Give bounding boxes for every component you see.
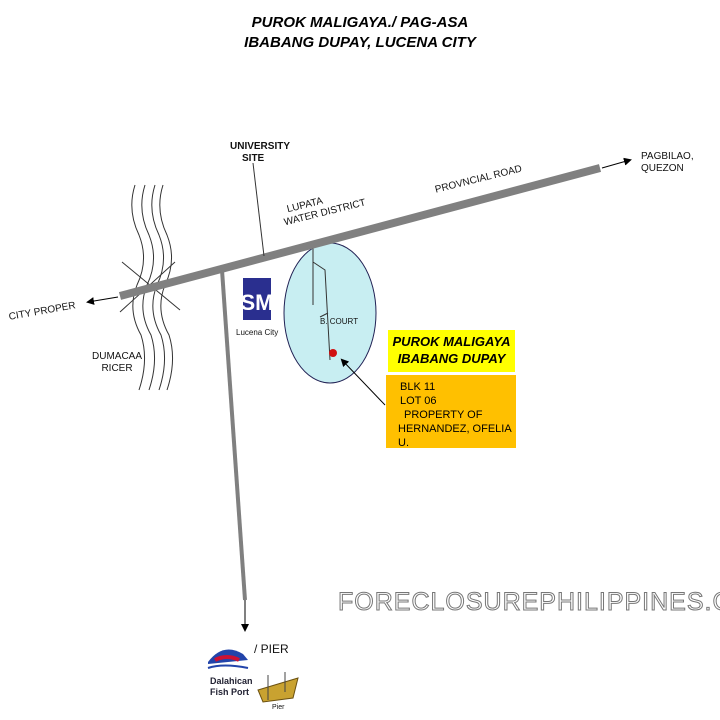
label-line: QUEZON	[641, 163, 684, 174]
property-line: BLK 11	[400, 381, 436, 393]
label-sm-sub: Lucena City	[236, 328, 279, 337]
title-line1: PUROK MALIGAYA./ PAG-ASA	[251, 14, 469, 31]
label-line: DUMACAA	[92, 351, 143, 362]
label-university-site: UNIVERSITY SITE	[230, 141, 290, 165]
label-pier-icon: Pier	[272, 704, 285, 711]
property-marker	[329, 349, 337, 357]
road-arrow-pagbilao	[601, 157, 632, 169]
sm-logo-icon: SM	[241, 278, 274, 320]
location-line2: IBABANG DUPAY	[397, 351, 506, 366]
label-line: Dalahican	[210, 676, 253, 686]
label-line: PAGBILAO,	[641, 151, 694, 162]
property-pointer	[340, 358, 386, 406]
svg-text:SM: SM	[241, 290, 274, 315]
label-b-court: B. COURT	[320, 317, 359, 326]
property-box: BLK 11 LOT 06 PROPERTY OF HERNANDEZ, OFE…	[386, 375, 516, 449]
label-pagbilao: PAGBILAO, QUEZON	[641, 151, 694, 175]
location-box: PUROK MALIGAYA IBABANG DUPAY	[388, 330, 515, 372]
label-fishport: Dalahican Fish Port	[210, 676, 253, 698]
pier-road	[220, 269, 247, 601]
label-river: DUMACAA RICER	[92, 351, 142, 375]
label-line: SITE	[242, 153, 265, 164]
location-line1: PUROK MALIGAYA	[392, 334, 511, 349]
label-pier: / PIER	[254, 642, 289, 656]
neighborhood-circle	[283, 242, 377, 384]
road-arrow-city	[86, 296, 119, 305]
provincial-road	[118, 164, 602, 300]
property-line: PROPERTY OF	[404, 409, 483, 421]
label-line: Fish Port	[210, 687, 250, 697]
label-line: RICER	[101, 363, 133, 374]
university-pointer	[252, 162, 265, 257]
label-line: UNIVERSITY	[230, 141, 291, 152]
watermark: FORECLOSUREPHILIPPINES.COM	[338, 588, 720, 617]
map-title: PUROK MALIGAYA./ PAG-ASA IBABANG DUPAY, …	[0, 13, 720, 53]
title-line2: IBABANG DUPAY, LUCENA CITY	[244, 34, 476, 51]
pier-icon	[257, 672, 299, 703]
property-line: HERNANDEZ, OFELIA U.	[398, 423, 512, 449]
street-line	[312, 245, 331, 361]
fishport-logo-icon	[207, 649, 249, 669]
property-line: LOT 06	[400, 395, 437, 407]
